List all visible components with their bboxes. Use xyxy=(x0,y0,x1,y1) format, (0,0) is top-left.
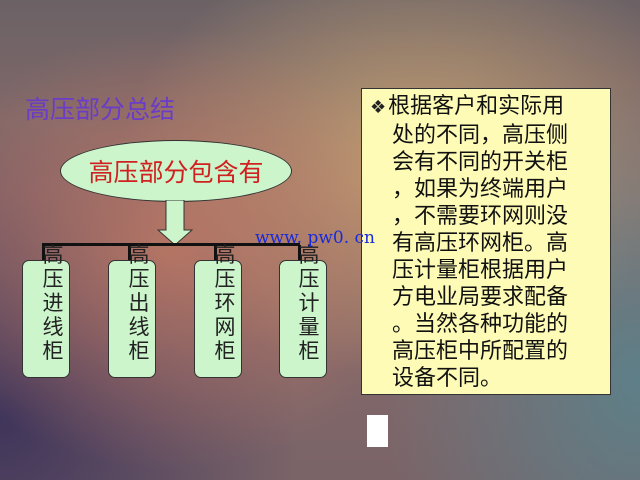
text-line: 会有不同的开关柜 xyxy=(392,149,569,174)
text-line: 方电业局要求配备 xyxy=(392,284,569,309)
connector-tick xyxy=(42,245,45,260)
text-line-content: 根据客户和实际用 xyxy=(388,93,565,118)
down-arrow-icon xyxy=(157,200,193,246)
connector-tick xyxy=(298,245,301,260)
text-line: 处的不同，高压侧 xyxy=(392,122,569,147)
connector-line xyxy=(42,243,300,246)
child-node-box xyxy=(194,260,242,378)
text-line: ，如果为终端用户 xyxy=(392,176,569,201)
child-node-box xyxy=(108,260,156,378)
text-line: 压计量柜根据用户 xyxy=(392,257,569,282)
text-line: 。当然各种功能的 xyxy=(392,311,569,336)
text-line: 高压柜中所配置的 xyxy=(392,338,569,363)
diamond-bullet-icon: ❖ xyxy=(370,97,387,117)
child-node-label: 高压计量柜 xyxy=(298,244,320,363)
slide-title: 高压部分总结 xyxy=(25,96,176,124)
white-rectangle xyxy=(367,415,388,447)
root-node-label: 高压部分包含有 xyxy=(88,159,264,187)
text-line: 有高压环网柜。高 xyxy=(392,230,569,255)
child-node-label: 高压进线柜 xyxy=(42,244,64,363)
child-node-box xyxy=(22,260,70,378)
text-line: ❖根据客户和实际用 xyxy=(370,92,610,121)
text-line: ，不需要环网则没 xyxy=(392,203,569,228)
connector-tick xyxy=(214,245,217,260)
connector-tick xyxy=(128,245,131,260)
child-node-label: 高压环网柜 xyxy=(214,244,236,363)
watermark: www. pw0. cn xyxy=(255,228,375,248)
summary-textbox: ❖根据客户和实际用 处的不同，高压侧 会有不同的开关柜 ，如果为终端用户 ，不需… xyxy=(361,88,611,395)
child-node-label: 高压出线柜 xyxy=(128,244,150,363)
child-node-box xyxy=(279,260,327,378)
root-node: 高压部分包含有 xyxy=(60,140,292,202)
text-line: 设备不同。 xyxy=(392,365,503,390)
